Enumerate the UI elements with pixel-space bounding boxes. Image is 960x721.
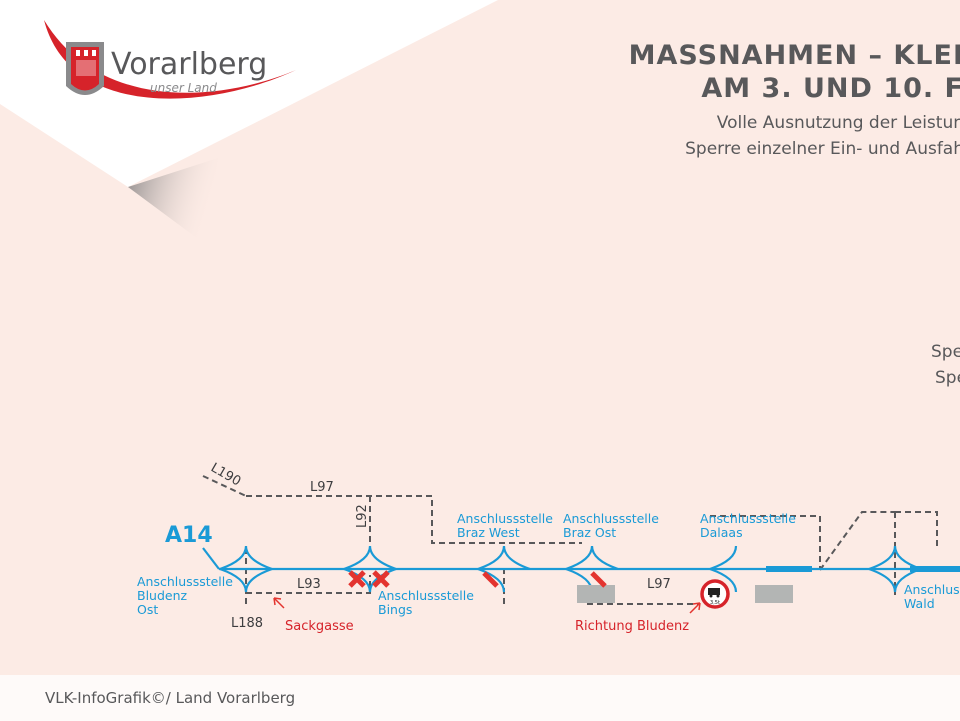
- page-title-line1: MASSNAHMEN – KLEI: [628, 40, 960, 71]
- logo-tagline: unser Land: [150, 81, 217, 95]
- closure-bar-icon: [590, 571, 607, 588]
- interchange-dalaas: [709, 545, 738, 593]
- secondary-roads: [202, 475, 938, 608]
- road-labels: L190 L97 L92 L93 L188 L97: [208, 460, 671, 631]
- junction-dalaas: Anschlussstelle Dalaas: [700, 511, 800, 540]
- construction-zones: [577, 585, 793, 603]
- junction-braz-ost: Anschlussstelle Braz Ost: [563, 511, 663, 540]
- label-sackgasse: Sackgasse: [285, 619, 354, 634]
- road-wald-link: [895, 511, 938, 546]
- label-l97-top: L97: [310, 480, 334, 495]
- label-l93: L93: [297, 577, 321, 592]
- junction-braz-west: Anschlussstelle Braz West: [457, 511, 557, 540]
- a14-motorway: [202, 547, 960, 572]
- road-right-link: [710, 515, 821, 570]
- interchange-bludenz-ost: [219, 545, 273, 593]
- highway-label: A14: [165, 523, 213, 548]
- road-l97-top: [246, 495, 582, 544]
- junction-wald: Anschluss Wald: [904, 582, 960, 611]
- label-l188: L188: [231, 616, 263, 631]
- junction-labels: Anschlussstelle Bludenz Ost Anschlussste…: [137, 511, 960, 617]
- road-diagonal: [819, 511, 895, 571]
- road-l93: [246, 575, 371, 594]
- header-banner: [0, 0, 498, 250]
- label-l92: L92: [355, 504, 370, 528]
- footer-credit: VLK-InfoGrafik©/ Land Vorarlberg: [45, 689, 296, 707]
- footer-bar: [0, 675, 960, 721]
- truck-restriction-icon: 3,5t: [700, 579, 730, 609]
- logo-name: Vorarlberg: [111, 47, 267, 82]
- interchanges: [219, 545, 922, 593]
- label-l97-bottom: L97: [647, 577, 671, 592]
- annotation-arrows: [273, 597, 701, 614]
- vorarlberg-logo: Vorarlberg unser Land: [44, 20, 296, 99]
- junction-bludenz-ost: Anschlussstelle Bludenz Ost: [137, 574, 237, 617]
- closure-x-icon: [372, 570, 390, 588]
- motorway-tunnel: [910, 566, 960, 572]
- label-l190: L190: [208, 460, 243, 489]
- closure-bar-icon: [482, 571, 499, 588]
- side-note-line1: Spe: [931, 342, 960, 362]
- page-title-line2: AM 3. UND 10. F: [701, 73, 960, 104]
- interchange-braz-west: [477, 545, 531, 593]
- label-richtung-bludenz: Richtung Bludenz: [575, 619, 689, 634]
- subtitle-line1: Volle Ausnutzung der Leistun: [716, 113, 960, 133]
- subtitle-line2: Sperre einzelner Ein- und Ausfah: [685, 139, 960, 159]
- side-note-line2: Spe: [935, 368, 960, 388]
- motorway-tunnel: [766, 566, 812, 572]
- interchange-wald: [868, 545, 922, 593]
- truck-weight-label: 3,5t: [710, 600, 720, 606]
- junction-bings: Anschlussstelle Bings: [378, 588, 478, 617]
- closure-markers: [348, 570, 607, 588]
- closure-x-icon: [348, 570, 366, 588]
- road-l190: [202, 475, 247, 497]
- annotations: Sackgasse Richtung Bludenz: [285, 619, 689, 634]
- logo-swoosh-icon: [44, 20, 296, 99]
